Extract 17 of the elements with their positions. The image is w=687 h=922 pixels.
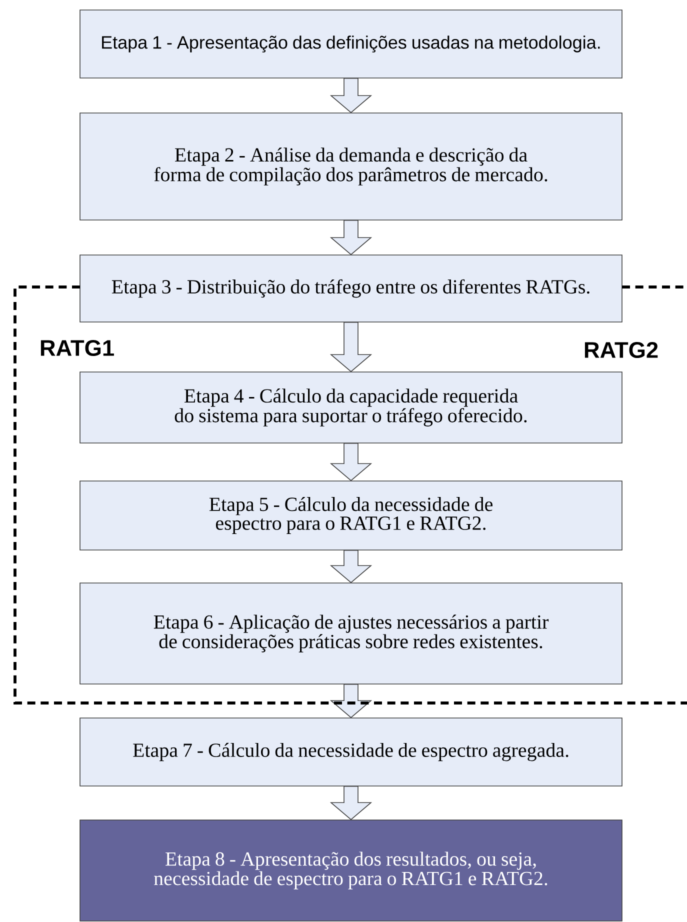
process-box: Etapa 6 - Aplicação de ajustes necessários a partir de considerações práticas sobre redes existentes. bbox=[80, 582, 622, 684]
process-box: Etapa 2 - Análise da demanda e descrição da forma de compilação dos parâmetros de mercado. bbox=[80, 112, 622, 220]
block-arrow bbox=[330, 786, 372, 820]
process-box: Etapa 3 - Distribuição do tráfego entre os diferentes RATGs. bbox=[80, 254, 622, 322]
block-arrow bbox=[330, 550, 372, 584]
process-box: Etapa 8 - Apresentação dos resultados, ou seja, necessidade de espectro para o RATG1 e RATG2. bbox=[80, 820, 622, 922]
region-label: RATG1 bbox=[40, 340, 114, 356]
process-box: Etapa 1 - Apresentação das definições usadas na metodologia. bbox=[80, 10, 622, 78]
block-arrow bbox=[330, 443, 372, 482]
block-arrow bbox=[330, 78, 372, 114]
block-arrow bbox=[330, 684, 372, 718]
region-label: RATG2 bbox=[584, 342, 658, 358]
process-box: Etapa 5 - Cálculo da necessidade de espectro para o RATG1 e RATG2. bbox=[80, 480, 622, 550]
process-box: Etapa 4 - Cálculo da capacidade requerida do sistema para suportar o tráfego oferecido. bbox=[80, 372, 622, 444]
process-box: Etapa 7 - Cálculo da necessidade de espectro agregada. bbox=[80, 718, 622, 786]
block-arrow bbox=[330, 220, 372, 256]
block-arrow bbox=[330, 322, 372, 372]
